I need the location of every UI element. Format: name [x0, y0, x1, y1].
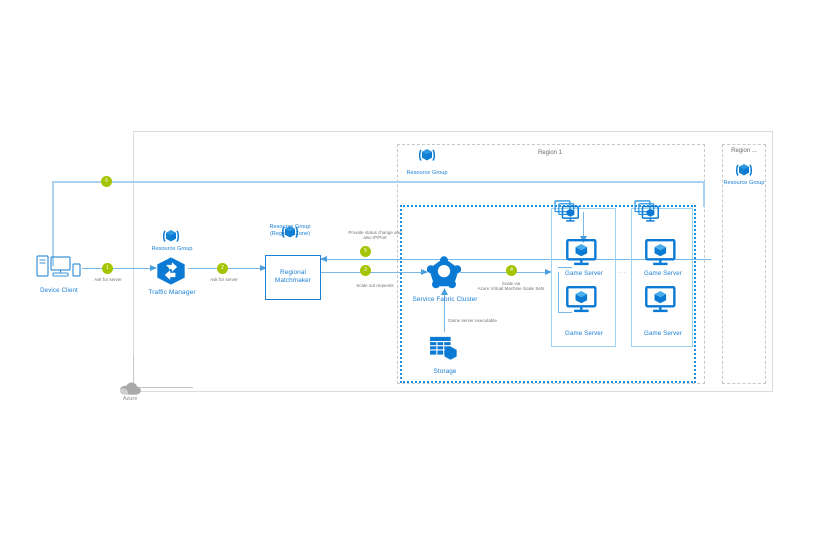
- game-server-label-b2: Game Server: [644, 330, 682, 337]
- storage-label: Storage: [433, 368, 457, 375]
- arrowhead-to-matchmaker: [260, 265, 267, 271]
- resource-group-icon-regional: [280, 222, 300, 242]
- resource-group-icon-regionN: [734, 160, 754, 180]
- azure-tag-leader-vertical: [133, 355, 134, 387]
- edge-branch-vertical-a2: [558, 272, 559, 312]
- edge-cluster-to-matchmaker-status: [321, 259, 711, 260]
- edge-storage-to-cluster: [444, 292, 445, 332]
- region-n-container: [722, 144, 766, 384]
- game-server-icon-a1: [566, 238, 600, 268]
- region-1-title: Region 1: [537, 150, 563, 156]
- resource-group-label-regional-line2: (Regional Zone): [269, 231, 311, 237]
- step-badge-2: 2: [217, 263, 228, 274]
- traffic-manager-icon: [156, 256, 186, 286]
- game-server-icon-b2: [645, 285, 679, 315]
- traffic-manager-label: Traffic Manager: [148, 289, 196, 296]
- game-server-icon-b1: [645, 238, 679, 268]
- storage-icon: [429, 335, 461, 363]
- edge-stack-to-game-server-a1: [583, 212, 584, 242]
- edge-label-provide-status-line1: Provide status change and: [348, 230, 402, 235]
- step-badge-6: 6: [101, 176, 112, 187]
- edge-label-scale-via-line2: Azure Virtual Machine Scale Sets: [477, 286, 545, 291]
- resource-group-icon-traffic-manager: [161, 226, 181, 246]
- edge-cluster-to-game-servers: [460, 272, 550, 273]
- region-n-title: Region ...: [731, 148, 757, 154]
- edge-branch-horizontal-a2: [558, 312, 572, 313]
- azure-tag-leader-horizontal: [133, 387, 193, 388]
- edge-label-ask-for-server-2: Ask for server: [210, 277, 238, 282]
- edge-return-path-horizontal: [52, 181, 704, 183]
- resource-group-label-regionN: Resource Group: [723, 180, 765, 186]
- edge-label-ask-for-server-1: Ask for server: [94, 277, 122, 282]
- edge-branch-horizontal-a1: [558, 267, 572, 268]
- step-badge-4: 4: [506, 265, 517, 276]
- edge-label-scale-out-requests: Scale out requests: [356, 283, 394, 288]
- arrowhead-to-matchmaker-status: [320, 256, 327, 262]
- service-fabric-cluster-label: Service Fabric Cluster: [412, 296, 478, 303]
- resource-group-icon-region1: [417, 145, 437, 165]
- device-client-label: Device Client: [40, 287, 78, 294]
- regional-matchmaker-label-line1: Regional: [279, 269, 307, 276]
- edge-client-to-traffic-manager: [82, 268, 156, 269]
- game-server-group-a: [551, 208, 616, 347]
- resource-group-label-regional-line1: Resource Group: [269, 224, 311, 230]
- game-server-label-a2: Game Server: [565, 330, 603, 337]
- game-server-stack-icon-b: [634, 200, 664, 226]
- game-server-group-b: [631, 208, 693, 347]
- regional-matchmaker-box: [265, 255, 321, 300]
- edge-label-scale-via-line1: Scale via: [501, 281, 521, 286]
- step-badge-1: 1: [102, 263, 113, 274]
- azure-cloud-icon: [118, 381, 142, 398]
- arrowhead-to-cluster: [421, 269, 428, 275]
- service-fabric-cluster-icon: [426, 256, 462, 290]
- regional-matchmaker-label-line2: Matchmaker: [274, 277, 312, 284]
- edge-label-game-server-executable: Game server executable: [448, 318, 497, 323]
- edge-return-path-right-stub: [703, 181, 705, 207]
- device-client-icon: [36, 255, 82, 281]
- region-1-container: [397, 144, 705, 384]
- azure-cloud-label: Azure: [122, 396, 138, 402]
- edge-matchmaker-to-cluster: [321, 272, 427, 273]
- group-ellipsis: ...: [618, 268, 627, 275]
- resource-group-label-traffic-manager: Resource Group: [151, 246, 193, 252]
- service-fabric-scope-box: [400, 205, 696, 383]
- arrowhead-storage-to-cluster: [441, 288, 448, 295]
- edge-return-path-vertical: [52, 181, 54, 266]
- game-server-stack-icon-a: [554, 200, 584, 226]
- game-server-label-a1: Game Server: [565, 270, 603, 277]
- arrowhead-to-traffic-manager: [150, 265, 157, 271]
- resource-group-label-region1: Resource Group: [406, 170, 448, 176]
- edge-label-provide-status-line2: also IP/Port: [363, 235, 387, 240]
- step-badge-5: 5: [360, 246, 371, 257]
- game-server-label-b1: Game Server: [644, 270, 682, 277]
- arrowhead-to-game-server-group: [545, 269, 552, 275]
- game-server-icon-a2: [566, 285, 600, 315]
- step-badge-3: 3: [360, 265, 371, 276]
